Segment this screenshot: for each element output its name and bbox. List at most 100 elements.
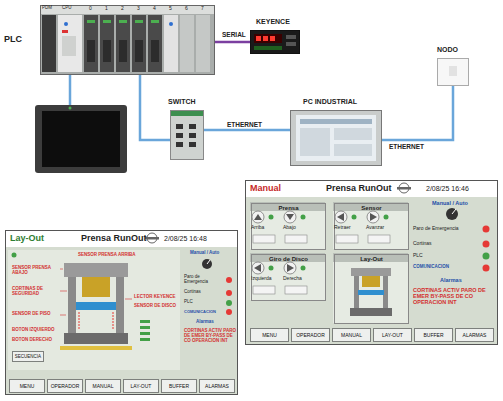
plc-rack: [148, 15, 162, 72]
plc-rack: [151, 40, 159, 62]
keyence-device: [263, 36, 268, 41]
hmi-screen-manual: [287, 264, 294, 272]
hmi-screen-layout: [226, 309, 232, 315]
plc-rack: [132, 15, 146, 72]
hmi-screen-layout: [60, 291, 67, 292]
label-text: BOTON IZQUIERDO: [12, 328, 54, 333]
hmi-screen-manual: [452, 209, 456, 214]
ethernet-switch: [170, 110, 204, 160]
hmi-screen-layout: [64, 333, 128, 344]
industrial-pc: [300, 128, 330, 156]
node-text: 2/08/25 16:46: [426, 185, 469, 193]
hmi-screen-manual: [269, 215, 274, 220]
hmi-screen-manual: [269, 266, 274, 271]
node-text: LAY-OUT: [124, 380, 158, 392]
node-text: LAY-OUT: [374, 329, 411, 341]
ethernet-cable: [382, 86, 453, 140]
label-text: COMUNICACION: [184, 310, 216, 314]
plc-rack: [103, 40, 111, 62]
edge-label: ETHERNET: [226, 121, 263, 128]
ethernet-switch: [176, 142, 183, 147]
hmi-screen-layout: [140, 338, 150, 341]
hmi-screen-layout: [5, 230, 238, 395]
hmi-screen-manual: [250, 202, 325, 249]
ethernet-switch: [189, 142, 196, 147]
hmi-screen-manual: [483, 241, 490, 248]
label-text: PLC: [413, 253, 423, 259]
hmi-screen-manual: [351, 268, 391, 276]
plc-rack: [40, 5, 215, 75]
plc-rack: [196, 15, 210, 72]
network-switch: SWITCH: [170, 110, 204, 160]
hmi-screen-layout: [226, 277, 232, 283]
hmi-button: ALARMAS: [199, 379, 235, 393]
hmi-screen-manual: [352, 215, 357, 220]
hmi-screen-layout: [68, 277, 76, 333]
hmi-screen-manual: [253, 286, 275, 294]
plc-rack: [58, 15, 82, 72]
hmi-screen-manual: [358, 290, 384, 295]
hmi-screen-layout: [226, 300, 232, 306]
hmi-screen-manual: [367, 211, 379, 223]
node-text: Giro de Disco: [252, 256, 325, 263]
edge-label: SERIAL: [221, 31, 247, 38]
label-text: Cortinas: [413, 241, 432, 247]
ethernet-switch: [189, 124, 196, 129]
hmi-screen-manual: [254, 214, 262, 220]
keyence-device: [286, 42, 296, 46]
hmi-screen-manual: [245, 180, 498, 345]
label-text: 5: [169, 6, 172, 12]
node-text: BUFFER: [415, 329, 452, 341]
hmi-screen-layout: [8, 250, 180, 370]
ethernet-switch: [189, 133, 196, 138]
label-text: Retraer: [334, 225, 351, 231]
hmi-screen-layout: [140, 326, 150, 329]
hmi-screen-manual: [397, 187, 411, 190]
node-text: Prensa: [252, 205, 325, 212]
industrial-pc: [300, 119, 372, 124]
hmi-screen-manual: [333, 253, 408, 323]
label-text: 3: [137, 6, 140, 12]
hmi-screen-manual: [250, 253, 325, 300]
keyence-device: [254, 46, 282, 50]
hmi-touch-panel: [35, 105, 127, 173]
label-text: Manual / Auto: [190, 251, 219, 256]
hmi-screen-layout: [145, 237, 159, 240]
node-text: SECUENCIA: [13, 352, 43, 361]
label-text: Alarmas: [196, 320, 214, 325]
industrial-pc: [290, 110, 382, 166]
hmi-screen-layout: [12, 253, 17, 258]
hmi-screen-layout: [64, 263, 128, 277]
plc-rack: [103, 20, 111, 23]
label-text: Abajo: [283, 225, 296, 231]
hmi-touch-panel: [69, 107, 72, 110]
label-text: 1: [105, 6, 108, 12]
node-text: 2/08/25 16:48: [164, 235, 207, 243]
serial-cable: [215, 41, 250, 44]
label-text: Izquierda: [251, 276, 272, 282]
industrial-pc: [290, 110, 382, 166]
hmi-screen-layout: [79, 312, 80, 330]
hmi-button: LAY-OUT: [373, 328, 412, 342]
hmi-screen-manual: [245, 180, 498, 197]
keyence-device: [250, 30, 300, 54]
hmi-panel: Lay-Out: [334, 254, 409, 324]
label-text: Paro de Emergencia: [184, 275, 222, 285]
node-text: Prensa RunOut: [81, 234, 147, 244]
label-text: CORTINAS ACTIV PARO DE EMER BY-PASS DE C…: [184, 329, 236, 344]
hmi-screen-layout: [226, 290, 232, 296]
node-text: Sensor: [335, 205, 408, 212]
hmi-screen-manual: [253, 235, 275, 243]
hmi-button: SECUENCIA: [12, 351, 44, 362]
hmi-link-wire: [70, 75, 71, 105]
plc-rack: [40, 5, 215, 75]
label-text: Paro de Emergencia: [413, 226, 479, 232]
hmi-screen-manual: [285, 235, 307, 243]
label-text: CORTINAS ACTIV PARO DE EMER BY-PASS DE C…: [413, 287, 493, 305]
node-text: PC INDUSTRIAL: [303, 98, 357, 106]
keyence-device: [256, 36, 261, 41]
node-text: OPERADOR: [292, 329, 329, 341]
nodo-box: [437, 58, 469, 86]
industrial-pc: [334, 144, 372, 156]
node-text: KEYENCE: [256, 18, 290, 26]
